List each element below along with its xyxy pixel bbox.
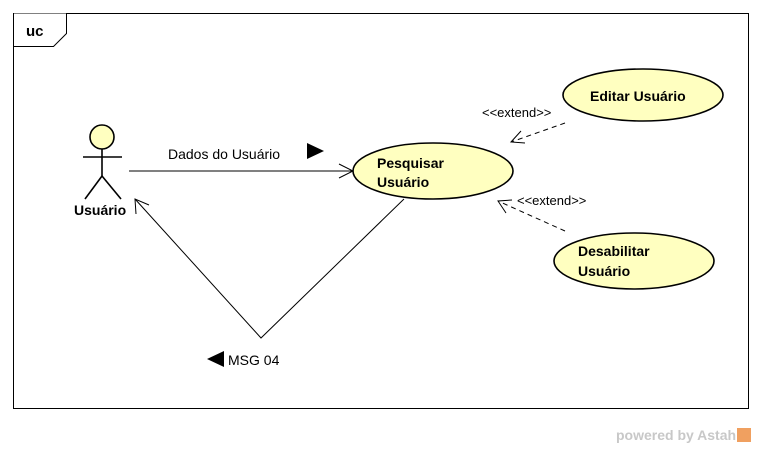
usecase-ellipse [562,68,724,122]
extend-label-desabilitar: <<extend>> [517,193,586,208]
usecase-label-line1: Desabilitar [578,243,650,259]
message-label-to-usecase: Dados do Usuário [168,146,280,162]
frame-tag-box [13,13,67,47]
actor-right-leg [101,175,122,200]
astah-logo-icon [737,428,752,442]
usecase-pesquisar-usuario[interactable]: Pesquisar Usuário [352,142,514,200]
actor-label: Usuário [74,202,126,218]
usecase-label-line1: Pesquisar [377,155,444,171]
usecase-desabilitar-usuario[interactable]: Desabilitar Usuário [553,232,715,290]
frame-tag: uc [26,23,44,40]
extend-label-editar: <<extend>> [482,105,551,120]
watermark-text: powered by Astah [616,427,737,443]
actor-usuario[interactable]: Usuário [74,124,126,218]
return-arrowhead [134,198,150,215]
usecase-ellipse [352,142,514,200]
actor-left-leg [84,175,103,200]
extend-arrowhead-desabilitar [497,199,513,214]
usecase-ellipse [553,232,715,290]
message-direction-left-icon [207,351,224,367]
usecase-label-line2: Usuário [578,263,630,279]
usecase-label: Editar Usuário [590,88,686,104]
return-line[interactable] [134,198,405,339]
actor-head [89,124,115,150]
usecase-editar-usuario[interactable]: Editar Usuário [562,68,724,122]
usecase-label-line2: Usuário [377,174,429,190]
message-label-to-actor: MSG 04 [228,352,280,368]
astah-watermark: powered by Astah [616,427,752,443]
extend-arrowhead-editar [509,130,526,144]
extend-line-editar[interactable] [510,122,566,143]
message-direction-right-icon [307,143,324,159]
extend-line-desabilitar[interactable] [497,200,566,232]
